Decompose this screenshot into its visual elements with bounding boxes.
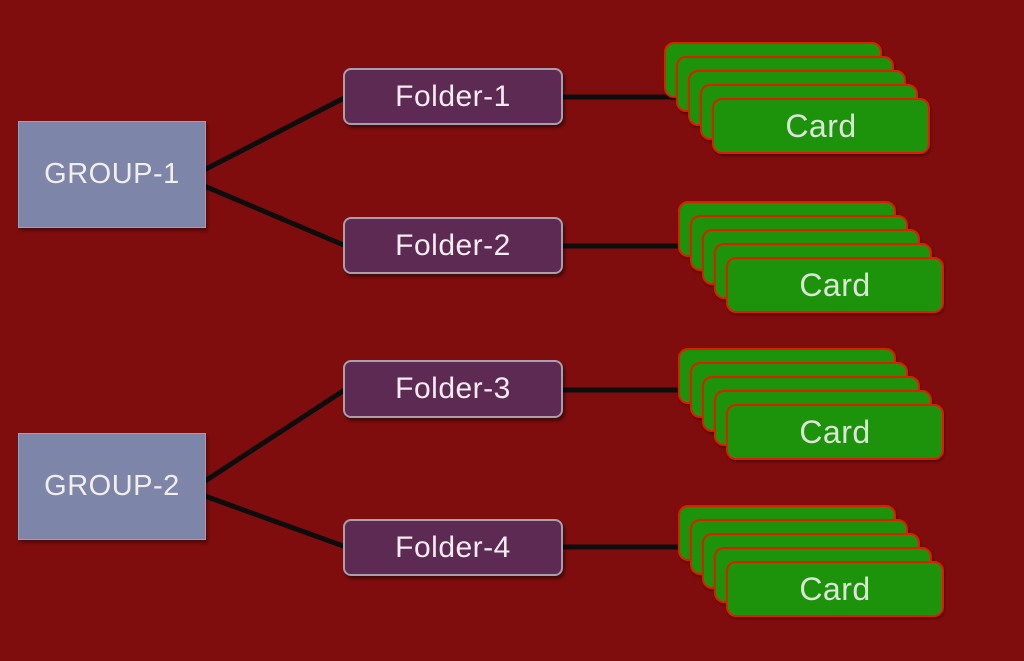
group-label: GROUP-1 bbox=[44, 158, 180, 190]
group-label: GROUP-2 bbox=[44, 470, 180, 502]
folder-label: Folder-2 bbox=[395, 228, 511, 262]
card-label: Card bbox=[799, 570, 871, 607]
group-node-1: GROUP-1 bbox=[18, 121, 206, 228]
card: Card bbox=[726, 257, 944, 313]
card-label: Card bbox=[799, 266, 871, 303]
folder-node-1: Folder-1 bbox=[343, 68, 563, 125]
card: Card bbox=[726, 561, 944, 617]
folder-label: Folder-1 bbox=[395, 79, 511, 113]
card: Card bbox=[712, 98, 930, 154]
folder-node-3: Folder-3 bbox=[343, 360, 563, 418]
connector-line bbox=[200, 386, 348, 486]
connector-line bbox=[201, 492, 347, 550]
card-label: Card bbox=[785, 107, 857, 144]
group-node-2: GROUP-2 bbox=[18, 433, 206, 540]
connector-line bbox=[201, 182, 347, 249]
card: Card bbox=[726, 404, 944, 460]
folder-label: Folder-4 bbox=[395, 530, 511, 564]
connector-line bbox=[200, 94, 348, 174]
folder-node-4: Folder-4 bbox=[343, 519, 563, 576]
folder-label: Folder-3 bbox=[395, 372, 511, 405]
folder-node-2: Folder-2 bbox=[343, 217, 563, 274]
card-label: Card bbox=[799, 413, 871, 450]
